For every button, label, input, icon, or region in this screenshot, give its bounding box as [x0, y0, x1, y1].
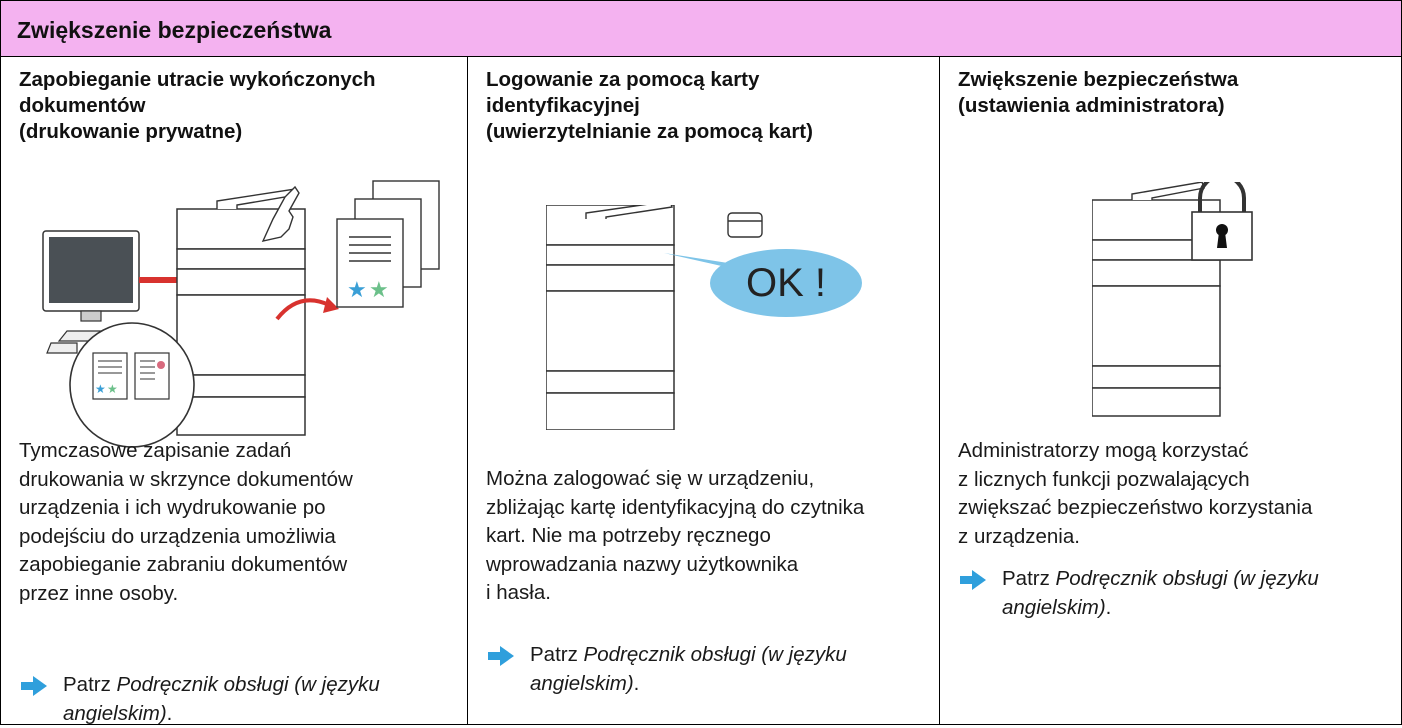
svg-text:★: ★: [369, 278, 389, 303]
reference-manual-title: Podręcznik obsługi (w języku: [1055, 567, 1319, 590]
description-line: i hasła.: [486, 581, 551, 604]
magnified-circle: ★ ★: [69, 322, 195, 448]
svg-text:★: ★: [107, 382, 118, 396]
reference-link[interactable]: Patrz Podręcznik obsługi (w języku angie…: [958, 565, 1398, 622]
column-title-line: (ustawienia administratora): [958, 94, 1225, 117]
padlock-icon: [1191, 182, 1253, 261]
description-line: urządzenia i ich wydrukowanie po: [19, 496, 326, 519]
arrow-right-icon: [960, 570, 986, 590]
private-print-illustration: ★ ★ ★ ★: [42, 180, 440, 448]
section-header: Zwiększenie bezpieczeństwa: [1, 1, 1401, 57]
arrow-right-icon: [21, 676, 47, 696]
reference-suffix: .: [1105, 595, 1112, 619]
column-description: Tymczasowe zapisanie zadań drukowania w …: [19, 437, 459, 608]
description-line: z urządzenia.: [958, 524, 1080, 548]
column-title-line: dokumentów: [19, 94, 146, 117]
description-line: podejściu do urządzenia umożliwia: [19, 524, 336, 548]
description-line: Administratorzy mogą korzystać: [958, 439, 1249, 462]
reference-manual-title: angielskim): [63, 701, 167, 725]
reference-suffix: .: [166, 701, 173, 725]
description-line: Tymczasowe zapisanie zadań: [19, 439, 292, 462]
reference-manual-title: angielskim): [1002, 595, 1106, 619]
monitor-icon: [42, 230, 140, 354]
description-line: zapobieganie zabraniu dokumentów: [19, 553, 348, 576]
reference-prefix: Patrz: [530, 643, 584, 666]
column-description: Można zalogować się w urządzeniu, zbliża…: [486, 465, 926, 608]
column-title-line: Logowanie za pomocą karty: [486, 68, 760, 91]
reference-manual-title: Podręcznik obsługi (w języku: [583, 643, 847, 666]
description-line: wprowadzania nazwy użytkownika: [486, 552, 799, 576]
document-icon: ★ ★: [336, 180, 440, 308]
column-title-line: Zwiększenie bezpieczeństwa: [958, 68, 1239, 91]
speech-bubble: [664, 249, 862, 317]
description-line: Można zalogować się w urządzeniu,: [486, 467, 815, 490]
column-private-print: Zapobieganie utracie wykończonych dokume…: [1, 57, 468, 725]
reference-prefix: Patrz: [1002, 567, 1056, 590]
column-description: Administratorzy mogą korzystać z licznyc…: [958, 437, 1398, 551]
printer-icon: [546, 205, 675, 430]
printer-icon: [176, 188, 306, 436]
reference-link[interactable]: Patrz Podręcznik obsługi (w języku angie…: [486, 641, 926, 698]
description-line: przez inne osoby.: [19, 581, 179, 605]
arrow-right-icon: [488, 646, 514, 666]
column-admin-security: Zwiększenie bezpieczeństwa (ustawienia a…: [940, 57, 1401, 725]
description-line: drukowania w skrzynce dokumentów: [19, 467, 353, 491]
section-title: Zwiększenie bezpieczeństwa: [17, 17, 332, 43]
column-title-line: (drukowanie prywatne): [19, 120, 243, 143]
description-line: z licznych funkcji pozwalających: [958, 467, 1250, 491]
reference-prefix: Patrz: [63, 673, 117, 696]
svg-text:★: ★: [95, 382, 106, 396]
column-title: Zwiększenie bezpieczeństwa (ustawienia a…: [958, 67, 1388, 119]
svg-text:★: ★: [347, 278, 367, 303]
column-title-line: Zapobieganie utracie wykończonych: [19, 68, 376, 91]
column-card-authentication: Logowanie za pomocą karty identyfikacyjn…: [468, 57, 940, 725]
column-title-line: identyfikacyjnej: [486, 94, 640, 117]
card-icon: [727, 212, 763, 238]
reference-manual-title: Podręcznik obsługi (w języku: [116, 673, 380, 696]
column-title: Logowanie za pomocą karty identyfikacyjn…: [486, 67, 916, 145]
ok-text: OK !: [745, 261, 827, 305]
column-title: Zapobieganie utracie wykończonych dokume…: [19, 67, 449, 145]
admin-security-illustration: [1092, 182, 1253, 417]
reference-link[interactable]: Patrz Podręcznik obsługi (w języku angie…: [19, 671, 459, 728]
description-line: zbliżając kartę identyfikacyjną do czytn…: [486, 495, 865, 519]
reference-manual-title: angielskim): [530, 671, 634, 695]
description-line: zwiększać bezpieczeństwo korzystania: [958, 496, 1313, 519]
description-line: kart. Nie ma potrzeby ręcznego: [486, 524, 771, 547]
column-title-line: (uwierzytelnianie za pomocą kart): [486, 120, 813, 143]
hand-icon: [261, 185, 300, 242]
reference-suffix: .: [633, 671, 640, 695]
cable: [139, 277, 177, 283]
printer-icon: [1092, 182, 1221, 417]
card-authentication-illustration: [546, 205, 862, 430]
